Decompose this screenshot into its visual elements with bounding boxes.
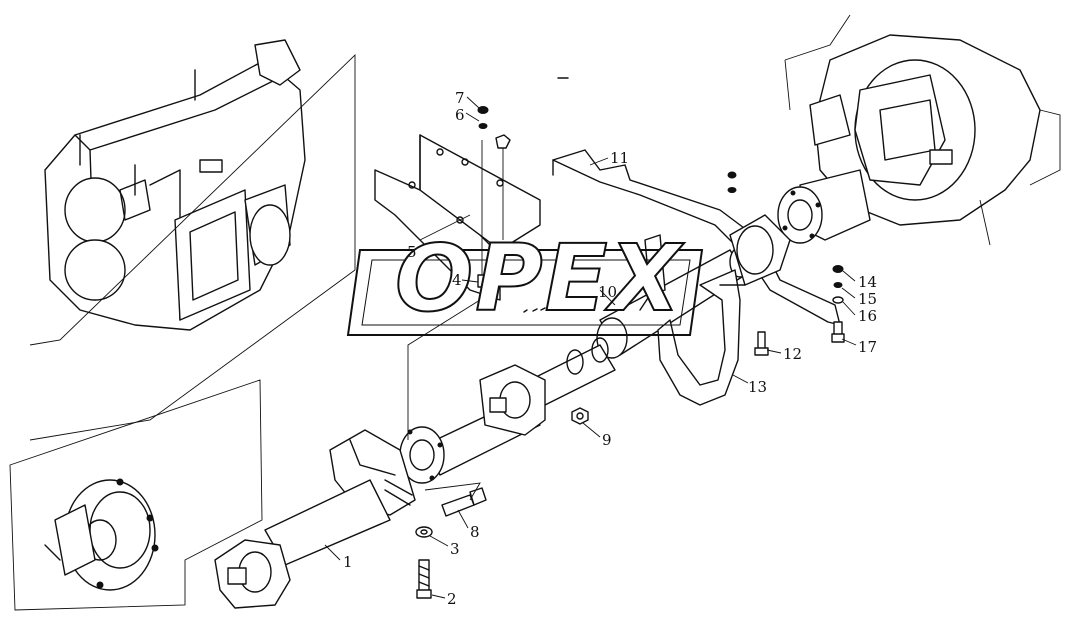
bolt-12 — [754, 331, 769, 356]
callout-4: 4 — [452, 271, 462, 289]
callout-11: 11 — [610, 149, 629, 167]
callout-15: 15 — [858, 290, 877, 308]
callout-1: 1 — [343, 553, 353, 571]
axle-bracket-fasteners — [727, 171, 737, 193]
bracket-nut — [495, 134, 511, 240]
bolt-17 — [831, 321, 845, 343]
leader-lines — [324, 96, 857, 599]
callout-14: 14 — [858, 273, 877, 291]
bolt-2 — [416, 559, 432, 599]
callout-8: 8 — [470, 523, 480, 541]
connector-line — [407, 294, 489, 440]
callout-13: 13 — [748, 378, 767, 396]
rear-axle-housing — [784, 14, 1061, 246]
rear-universal-joint — [729, 214, 791, 286]
washer-6 — [478, 123, 488, 129]
nut-7 — [477, 106, 489, 114]
transmission-output-flange — [44, 478, 159, 591]
transmission-housing — [44, 39, 306, 331]
watermark-logo: OPEX — [346, 224, 704, 336]
mounting-strap — [657, 269, 746, 406]
callout-labels: 1 2 3 4 5 6 7 8 9 10 11 12 13 14 15 16 1… — [343, 89, 877, 608]
callout-2: 2 — [447, 590, 457, 608]
flange-bolt-8 — [424, 482, 487, 517]
center-bearing-flange — [399, 426, 445, 484]
nut-9 — [571, 407, 589, 425]
flange-outline-box — [9, 379, 263, 611]
callout-7: 7 — [455, 89, 465, 107]
callout-5: 5 — [407, 243, 417, 261]
callout-10: 10 — [598, 283, 617, 301]
bracket-bolt-4 — [477, 140, 487, 288]
callout-9: 9 — [602, 431, 612, 449]
front-universal-joint — [214, 539, 291, 609]
small-marks — [523, 77, 569, 313]
watermark-text: OPEX — [395, 225, 684, 332]
cross-member-bracket — [374, 134, 541, 301]
middle-universal-joint — [479, 364, 546, 436]
callout-6: 6 — [455, 106, 465, 124]
callout-16: 16 — [858, 307, 877, 325]
heat-shield-bracket — [552, 149, 841, 326]
callout-12: 12 — [783, 345, 802, 363]
transmission-outline-box — [29, 53, 356, 441]
axle-input-flange — [777, 186, 823, 244]
washer-16 — [832, 296, 844, 304]
washer-15 — [833, 282, 843, 288]
washer-3 — [415, 526, 433, 538]
callout-3: 3 — [450, 540, 460, 558]
callout-17: 17 — [858, 338, 877, 356]
nut-14 — [832, 265, 844, 273]
front-shaft-tube — [264, 479, 391, 566]
